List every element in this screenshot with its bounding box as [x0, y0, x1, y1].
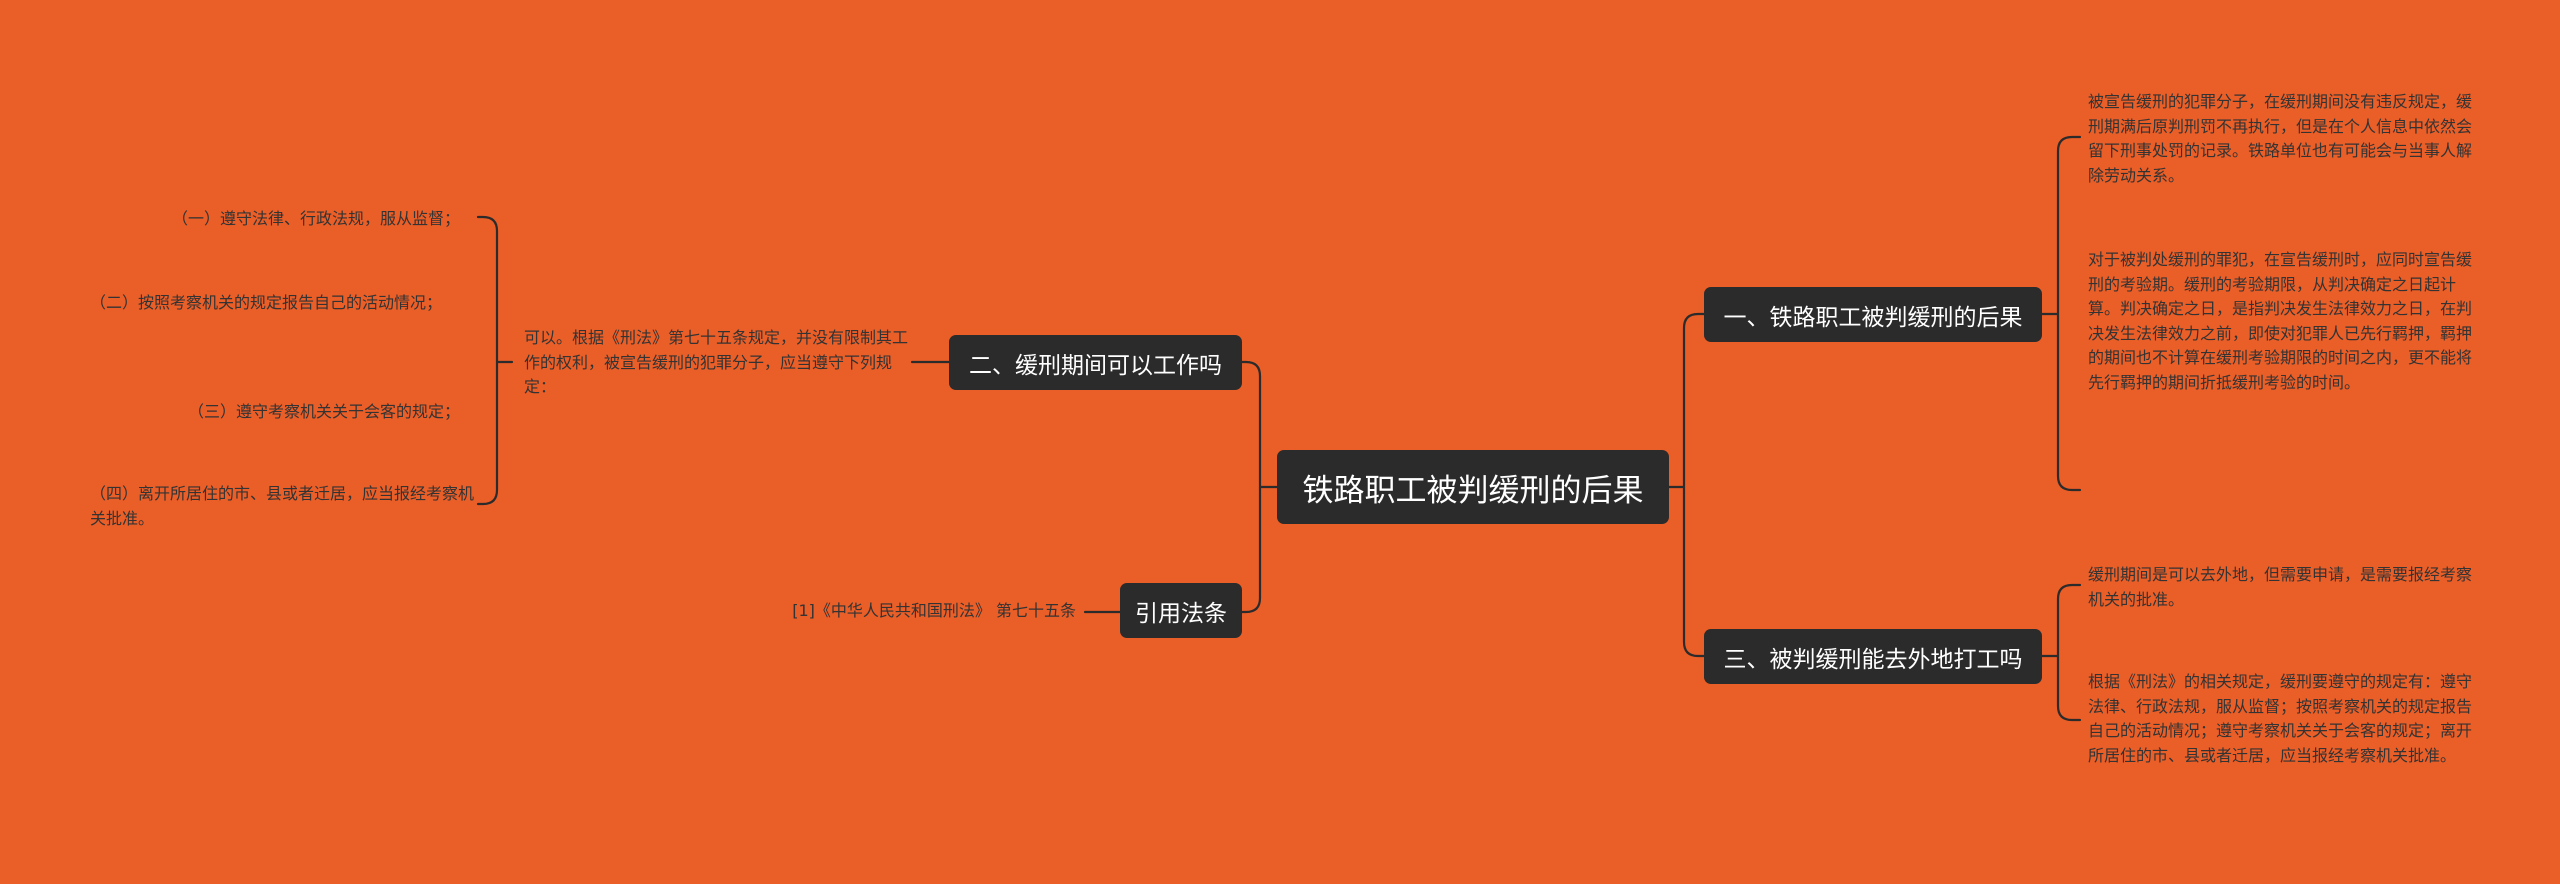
connector-root-left: [1240, 360, 1279, 614]
connector-root-right: [1667, 312, 1706, 658]
branch-label: 引用法条: [1135, 600, 1227, 627]
connector-b3-leaves: [2040, 583, 2082, 722]
root-node[interactable]: 铁路职工被判缓刑的后果: [1277, 450, 1669, 524]
leaf-text: 根据《刑法》的相关规定，缓刑要遵守的规定有：遵守法律、行政法规，服从监督；按照考…: [2088, 672, 2473, 765]
branch-label: 一、铁路职工被判缓刑的后果: [1723, 304, 2023, 331]
branch-label: 三、被判缓刑能去外地打工吗: [1723, 646, 2023, 673]
connector-middle-leaves: [476, 215, 514, 506]
leaf-text: [1]《中华人民共和国刑法》 第七十五条: [792, 601, 1076, 620]
leaf-text: （四）离开所居住的市、县或者迁居，应当报经考察机关批准。: [90, 484, 475, 528]
leaf-text: （三）遵守考察机关关于会客的规定；: [187, 402, 460, 421]
connector-b1-leaves: [2040, 135, 2082, 492]
branch-node-work-during-probation[interactable]: 二、缓刑期间可以工作吗: [949, 335, 1242, 390]
leaf-text: （二）按照考察机关的规定报告自己的活动情况；: [90, 293, 443, 312]
branch-node-cited-law[interactable]: 引用法条: [1120, 583, 1242, 638]
leaf-text: 被宣告缓刑的犯罪分子，在缓刑期间没有违反规定，缓刑期满后原判刑罚不再执行，但是在…: [2088, 92, 2473, 185]
branch-node-consequences[interactable]: 一、铁路职工被判缓刑的后果: [1704, 287, 2042, 342]
leaf-text: 对于被判处缓刑的罪犯，在宣告缓刑时，应同时宣告缓刑的考验期。缓刑的考验期限，从判…: [2088, 250, 2473, 392]
middle-text: 可以。根据《刑法》第七十五条规定，并没有限制其工作的权利，被宣告缓刑的犯罪分子，…: [524, 328, 909, 397]
root-title: 铁路职工被判缓刑的后果: [1302, 472, 1644, 509]
branch-label: 二、缓刑期间可以工作吗: [969, 352, 1222, 379]
branch-node-work-elsewhere[interactable]: 三、被判缓刑能去外地打工吗: [1704, 629, 2042, 684]
leaf-text: （一）遵守法律、行政法规，服从监督；: [171, 209, 460, 228]
leaf-text: 缓刑期间是可以去外地，但需要申请，是需要报经考察机关的批准。: [2088, 565, 2473, 609]
